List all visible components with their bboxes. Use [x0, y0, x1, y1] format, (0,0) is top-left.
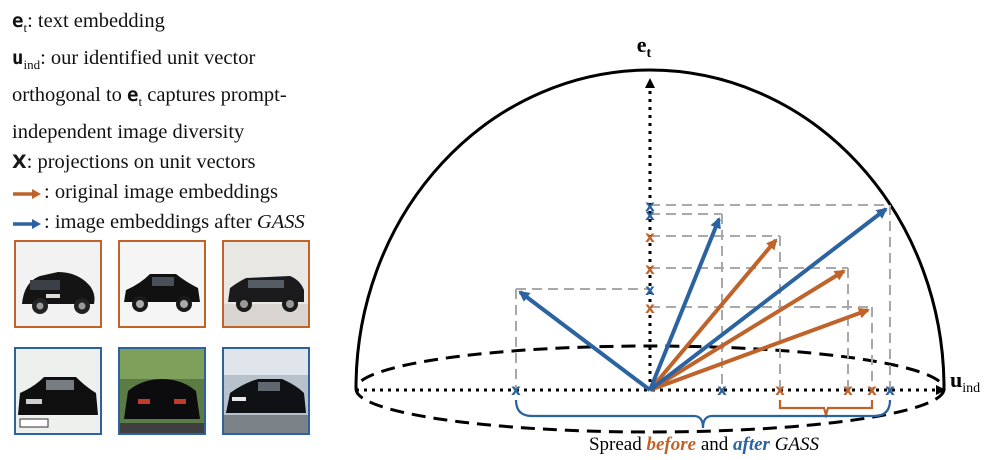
legend-orig: : original image embeddings [12, 177, 382, 207]
et-sub: t [23, 20, 28, 36]
gass-name: GASS [256, 211, 305, 234]
uind-desc2: orthogonal to [12, 84, 122, 107]
et-symbol: e [12, 10, 24, 32]
svg-text:x: x [645, 299, 655, 317]
original-embeddings [648, 238, 870, 392]
car-image-icon [224, 242, 308, 326]
uind-desc4: independent image diversity [12, 121, 245, 144]
after-brace [514, 399, 892, 429]
hemisphere-arc [354, 68, 946, 389]
car-image-icon [120, 349, 204, 433]
svg-text:x: x [511, 381, 521, 399]
x-symbol: X [12, 151, 27, 174]
uind-desc3: captures prompt- [147, 84, 287, 107]
thumbnail-original-2 [118, 240, 206, 328]
thumbnail-original-1 [14, 240, 102, 328]
thumbnail-gass-2 [118, 347, 206, 435]
vertical-axis-label: et [637, 32, 652, 61]
x-desc: : projections on unit vectors [26, 151, 256, 174]
orange-arrow-icon [13, 188, 41, 199]
svg-text:x: x [867, 381, 877, 399]
horizontal-axis-label: uind [950, 367, 980, 396]
et-desc: : text embedding [27, 10, 165, 32]
orig-desc: : original image embeddings [44, 181, 278, 204]
projection-guides [515, 204, 891, 389]
svg-text:x: x [717, 381, 727, 399]
uind-sub: ind [23, 57, 41, 73]
svg-text:x: x [645, 228, 655, 246]
svg-text:x: x [645, 206, 655, 224]
before-brace [778, 400, 874, 420]
legend-uind-line2: orthogonal to et captures prompt- [12, 80, 382, 117]
gass-desc: : image embeddings after [44, 211, 252, 234]
thumbnail-gass-3 [222, 347, 310, 435]
car-image-icon [120, 242, 204, 326]
svg-text:x: x [645, 281, 655, 299]
svg-text:x: x [645, 197, 655, 215]
legend-et: et: text embedding [12, 6, 382, 43]
car-image-icon [16, 242, 100, 326]
uind-desc: : our identified unit vector [40, 47, 256, 70]
et-sub-inline: t [138, 94, 143, 110]
car-image-icon [224, 349, 308, 433]
svg-text:x: x [775, 381, 785, 399]
car-image-icon [16, 349, 100, 433]
horizontal-projections: x x x x x x [511, 381, 895, 399]
vertical-projections: x x x x x x [645, 197, 655, 317]
svg-text:x: x [885, 381, 895, 399]
thumbnail-original-3 [222, 240, 310, 328]
spread-caption: Spread before and after GASS [589, 434, 820, 455]
legend-gass: : image embeddings after GASS [12, 207, 382, 237]
svg-text:x: x [843, 381, 853, 399]
legend-uind-line3: independent image diversity [12, 117, 382, 147]
gass-embeddings [518, 207, 888, 392]
thumbnail-grid [14, 240, 324, 445]
legend: et: text embedding uind: our identified … [12, 6, 382, 237]
svg-text:x: x [645, 260, 655, 278]
legend-x: X: projections on unit vectors [12, 147, 382, 177]
blue-arrow-icon [13, 218, 41, 229]
legend-uind: uind: our identified unit vector [12, 43, 382, 80]
et-symbol-inline: e [127, 84, 139, 107]
uind-symbol: u [12, 47, 24, 70]
thumbnail-gass-1 [14, 347, 102, 435]
